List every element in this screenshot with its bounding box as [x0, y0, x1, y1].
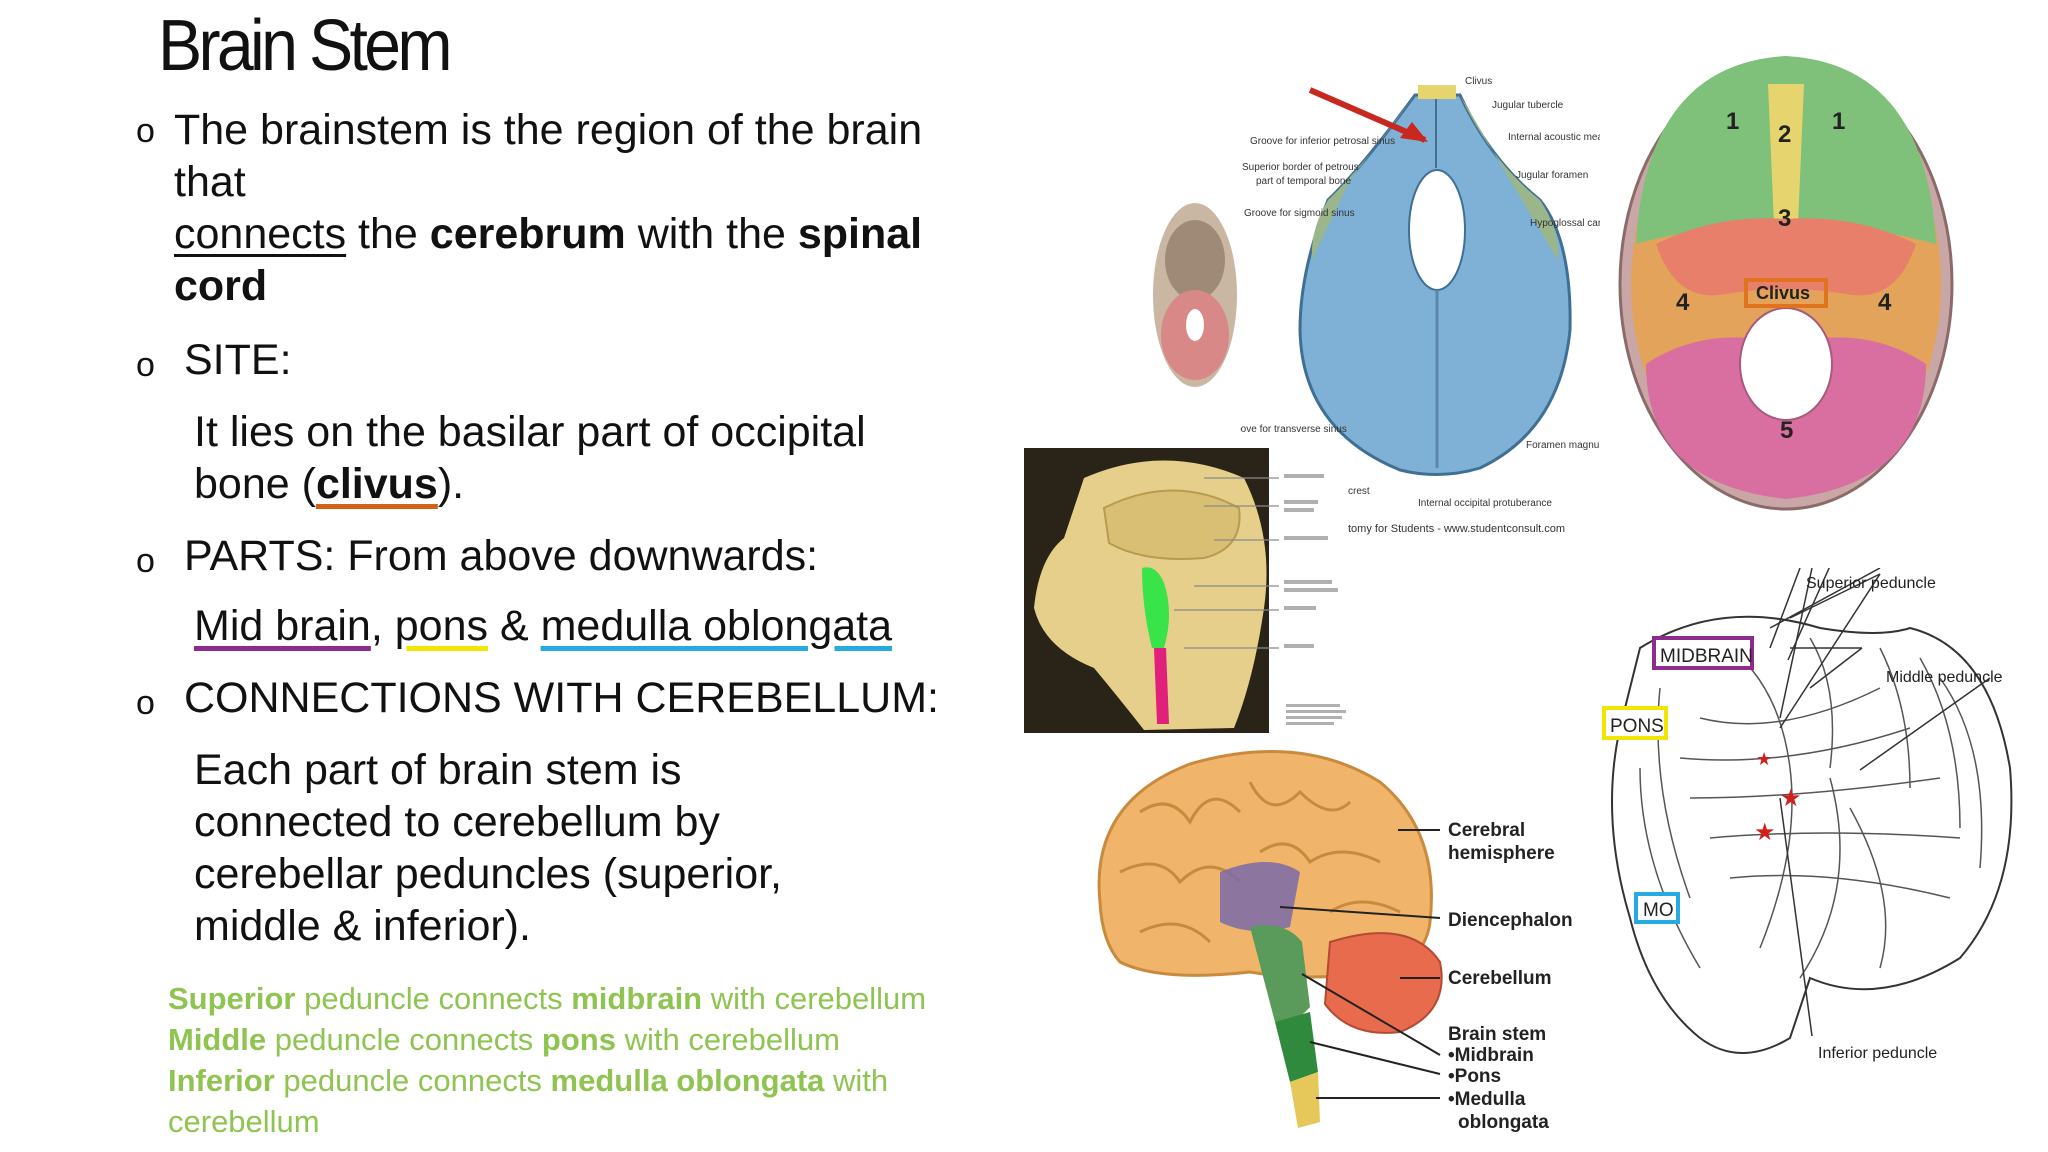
- skull-base-diagram: 1 1 2 3 4 4 5 Clivus: [1618, 56, 1954, 511]
- definition-line4: cord: [174, 260, 1014, 312]
- text-bone: bone (: [194, 460, 316, 508]
- site-line1: It lies on the basilar part of occipital: [194, 408, 866, 456]
- label-internal-acoustic: Internal acoustic meatus: [1508, 132, 1600, 143]
- text-amp: &: [488, 602, 541, 650]
- brainstem-definition: The brainstem is the region of the brain…: [174, 104, 1014, 312]
- label-pons: •Pons: [1448, 1066, 1501, 1087]
- occipital-bone-diagram: Clivus Jugular tubercle Internal acousti…: [1240, 76, 1600, 535]
- label-brain-stem: Brain stem: [1448, 1024, 1546, 1045]
- bullet-marker: o: [136, 542, 155, 580]
- label-pons-box: PONS: [1610, 716, 1664, 737]
- connections-line4: middle & inferior).: [194, 902, 531, 950]
- label-midbrain-box: MIDBRAIN: [1660, 646, 1753, 667]
- label-superior-border-2: part of temporal bone: [1256, 176, 1351, 187]
- slide-title: Brain Stem: [158, 6, 453, 86]
- definition-line3: connects the cerebrum with the spinal: [174, 208, 1014, 260]
- note-medulla: medulla oblongata: [550, 1063, 825, 1098]
- peduncle-note: Superior peduncle connects midbrain with…: [168, 978, 928, 1142]
- brain-lateral-diagram: Cerebral hemisphere Diencephalon Cerebel…: [1097, 750, 1573, 1133]
- note-text: with cerebellum: [615, 1022, 840, 1057]
- label-superior-border-1: Superior border of petrous: [1242, 162, 1359, 173]
- label-middle-peduncle: Middle peduncle: [1886, 669, 2003, 686]
- definition-line2: that: [174, 158, 246, 206]
- pons-word: pons: [394, 602, 489, 650]
- mid-brain-word: Mid brain: [194, 602, 371, 650]
- label-groove-sigmoid: Groove for sigmoid sinus: [1244, 208, 1355, 219]
- small-skull-image: [1153, 203, 1237, 387]
- note-text: with cerebellum: [168, 1063, 889, 1139]
- connections-text: Each part of brain stem is connected to …: [194, 744, 954, 952]
- label-4-right: 4: [1878, 289, 1892, 316]
- label-hypoglossal: Hypoglossal canal: [1530, 218, 1600, 229]
- spinal-word: spinal: [797, 210, 923, 258]
- medulla-word: medulla oblongata: [540, 602, 893, 650]
- label-crest: crest: [1348, 486, 1370, 497]
- svg-text:★: ★: [1780, 784, 1802, 812]
- cord-word: cord: [174, 262, 268, 310]
- connections-line2: connected to cerebellum by: [194, 798, 720, 846]
- label-internal-occipital: Internal occipital protuberance: [1418, 498, 1552, 509]
- label-foramen-magnum: Foramen magnum: [1526, 440, 1600, 451]
- note-text: with cerebellum: [702, 981, 927, 1016]
- parts-list: Mid brain, pons & medulla oblongata: [194, 600, 892, 652]
- cerebrum-word: cerebrum: [429, 210, 626, 258]
- note-superior: Superior: [168, 981, 296, 1016]
- label-jugular-tubercle: Jugular tubercle: [1492, 100, 1564, 111]
- label-mo-box: MO: [1643, 900, 1674, 921]
- label-diencephalon: Diencephalon: [1448, 910, 1573, 931]
- label-2: 2: [1778, 121, 1791, 148]
- parts-heading: PARTS: From above downwards:: [184, 532, 819, 580]
- label-superior-peduncle: Superior peduncle: [1806, 575, 1936, 592]
- note-text: peduncle connects: [274, 1063, 551, 1098]
- svg-text:★: ★: [1756, 749, 1772, 770]
- label-3: 3: [1778, 205, 1791, 232]
- label-oblongata: oblongata: [1458, 1112, 1549, 1133]
- peduncles-diagram: ★ ★ ★ MIDBRAIN PONS MO Superior peduncle…: [1602, 568, 2013, 1062]
- site-line2: bone (clivus).: [194, 458, 954, 510]
- note-text: peduncle connects: [266, 1022, 542, 1057]
- label-groove-petrosal: Groove for inferior petrosal sinus: [1250, 136, 1395, 147]
- label-clivus: Clivus: [1465, 76, 1492, 87]
- label-medulla: •Medulla: [1448, 1089, 1526, 1110]
- label-hemisphere: hemisphere: [1448, 843, 1555, 864]
- label-credit: tomy for Students - www.studentconsult.c…: [1348, 523, 1565, 535]
- label-midbrain: •Midbrain: [1448, 1045, 1534, 1066]
- label-4-left: 4: [1676, 289, 1690, 316]
- bullet-marker: o: [136, 112, 155, 150]
- label-1-right: 1: [1832, 108, 1845, 135]
- text-comma: ,: [370, 602, 395, 650]
- note-inferior: Inferior: [168, 1063, 275, 1098]
- connects-word: connects: [174, 210, 347, 258]
- note-midbrain: midbrain: [571, 981, 703, 1016]
- label-inferior-peduncle: Inferior peduncle: [1818, 1045, 1937, 1062]
- note-pons: pons: [541, 1022, 616, 1057]
- label-clivus-box: Clivus: [1756, 283, 1810, 303]
- site-heading: SITE:: [184, 336, 292, 384]
- clivus-word: clivus: [315, 460, 438, 508]
- label-jugular-foramen: Jugular foramen: [1516, 170, 1588, 181]
- label-1-left: 1: [1726, 108, 1739, 135]
- site-text: It lies on the basilar part of occipital…: [194, 406, 954, 510]
- text-the: the: [346, 210, 430, 258]
- label-5: 5: [1780, 417, 1793, 444]
- connections-line1: Each part of brain stem is: [194, 746, 682, 794]
- connections-heading: CONNECTIONS WITH CEREBELLUM:: [184, 674, 939, 722]
- svg-text:★: ★: [1754, 818, 1776, 846]
- note-middle: Middle: [168, 1022, 267, 1057]
- definition-line1: The brainstem is the region of the brain: [174, 106, 923, 154]
- note-text: peduncle connects: [295, 981, 572, 1016]
- head-sagittal-image: [1024, 448, 1346, 733]
- label-cerebellum: Cerebellum: [1448, 968, 1551, 989]
- label-cerebral: Cerebral: [1448, 820, 1525, 841]
- connections-line3: cerebellar peduncles (superior,: [194, 850, 782, 898]
- bullet-marker: o: [136, 346, 155, 384]
- text-close: ).: [437, 460, 465, 508]
- text-with-the: with the: [625, 210, 798, 258]
- label-groove-transverse: Groove for transverse sinus: [1240, 424, 1347, 435]
- bullet-marker: o: [136, 684, 155, 722]
